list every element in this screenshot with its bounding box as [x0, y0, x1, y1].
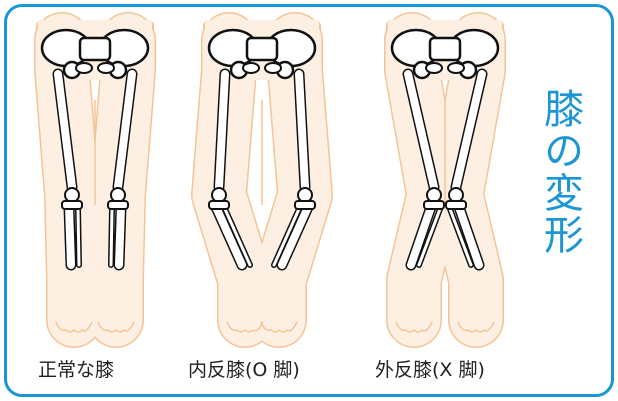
femur-left: [213, 68, 231, 193]
tibia-left: [63, 201, 77, 271]
foot-right: [457, 321, 495, 333]
label-x-leg: 外反膝(X 脚): [375, 359, 485, 381]
femur-right: [112, 68, 138, 193]
fibula-left: [75, 206, 82, 268]
foot-right: [97, 321, 135, 333]
femur-right: [293, 68, 311, 193]
femur-right: [450, 68, 488, 193]
knee-left: [426, 187, 442, 203]
diagram-title: 膝の変形: [537, 88, 583, 256]
diagram-frame: [4, 4, 614, 397]
fibula-left: [222, 206, 253, 268]
knee-right: [297, 187, 313, 203]
knee-left: [211, 187, 227, 203]
pelvis: [207, 28, 317, 80]
knee-left: [64, 187, 80, 203]
normal-knee-figure: [34, 12, 156, 348]
knee-right: [110, 187, 126, 203]
foot-right: [260, 321, 298, 333]
foot-left: [226, 321, 264, 333]
femur-left: [52, 68, 78, 193]
femur-left: [402, 68, 440, 193]
tibia-left: [210, 201, 248, 271]
label-o-leg: 内反膝(O 脚): [188, 359, 300, 381]
pelvis: [40, 28, 150, 80]
pelvis: [390, 28, 500, 80]
label-normal-knee: 正常な膝: [38, 359, 115, 381]
fibula-right: [108, 206, 115, 268]
foot-left: [55, 321, 93, 333]
o-leg-figure: [191, 12, 333, 348]
x-leg-figure: [384, 12, 506, 348]
fibula-left: [416, 206, 443, 268]
fibula-right: [271, 206, 302, 268]
tibia-right: [113, 201, 127, 271]
tibia-right: [276, 201, 314, 271]
fibula-right: [447, 206, 474, 268]
foot-left: [395, 321, 433, 333]
tibia-left: [405, 201, 437, 271]
tibia-right: [453, 201, 485, 271]
knee-right: [448, 187, 464, 203]
